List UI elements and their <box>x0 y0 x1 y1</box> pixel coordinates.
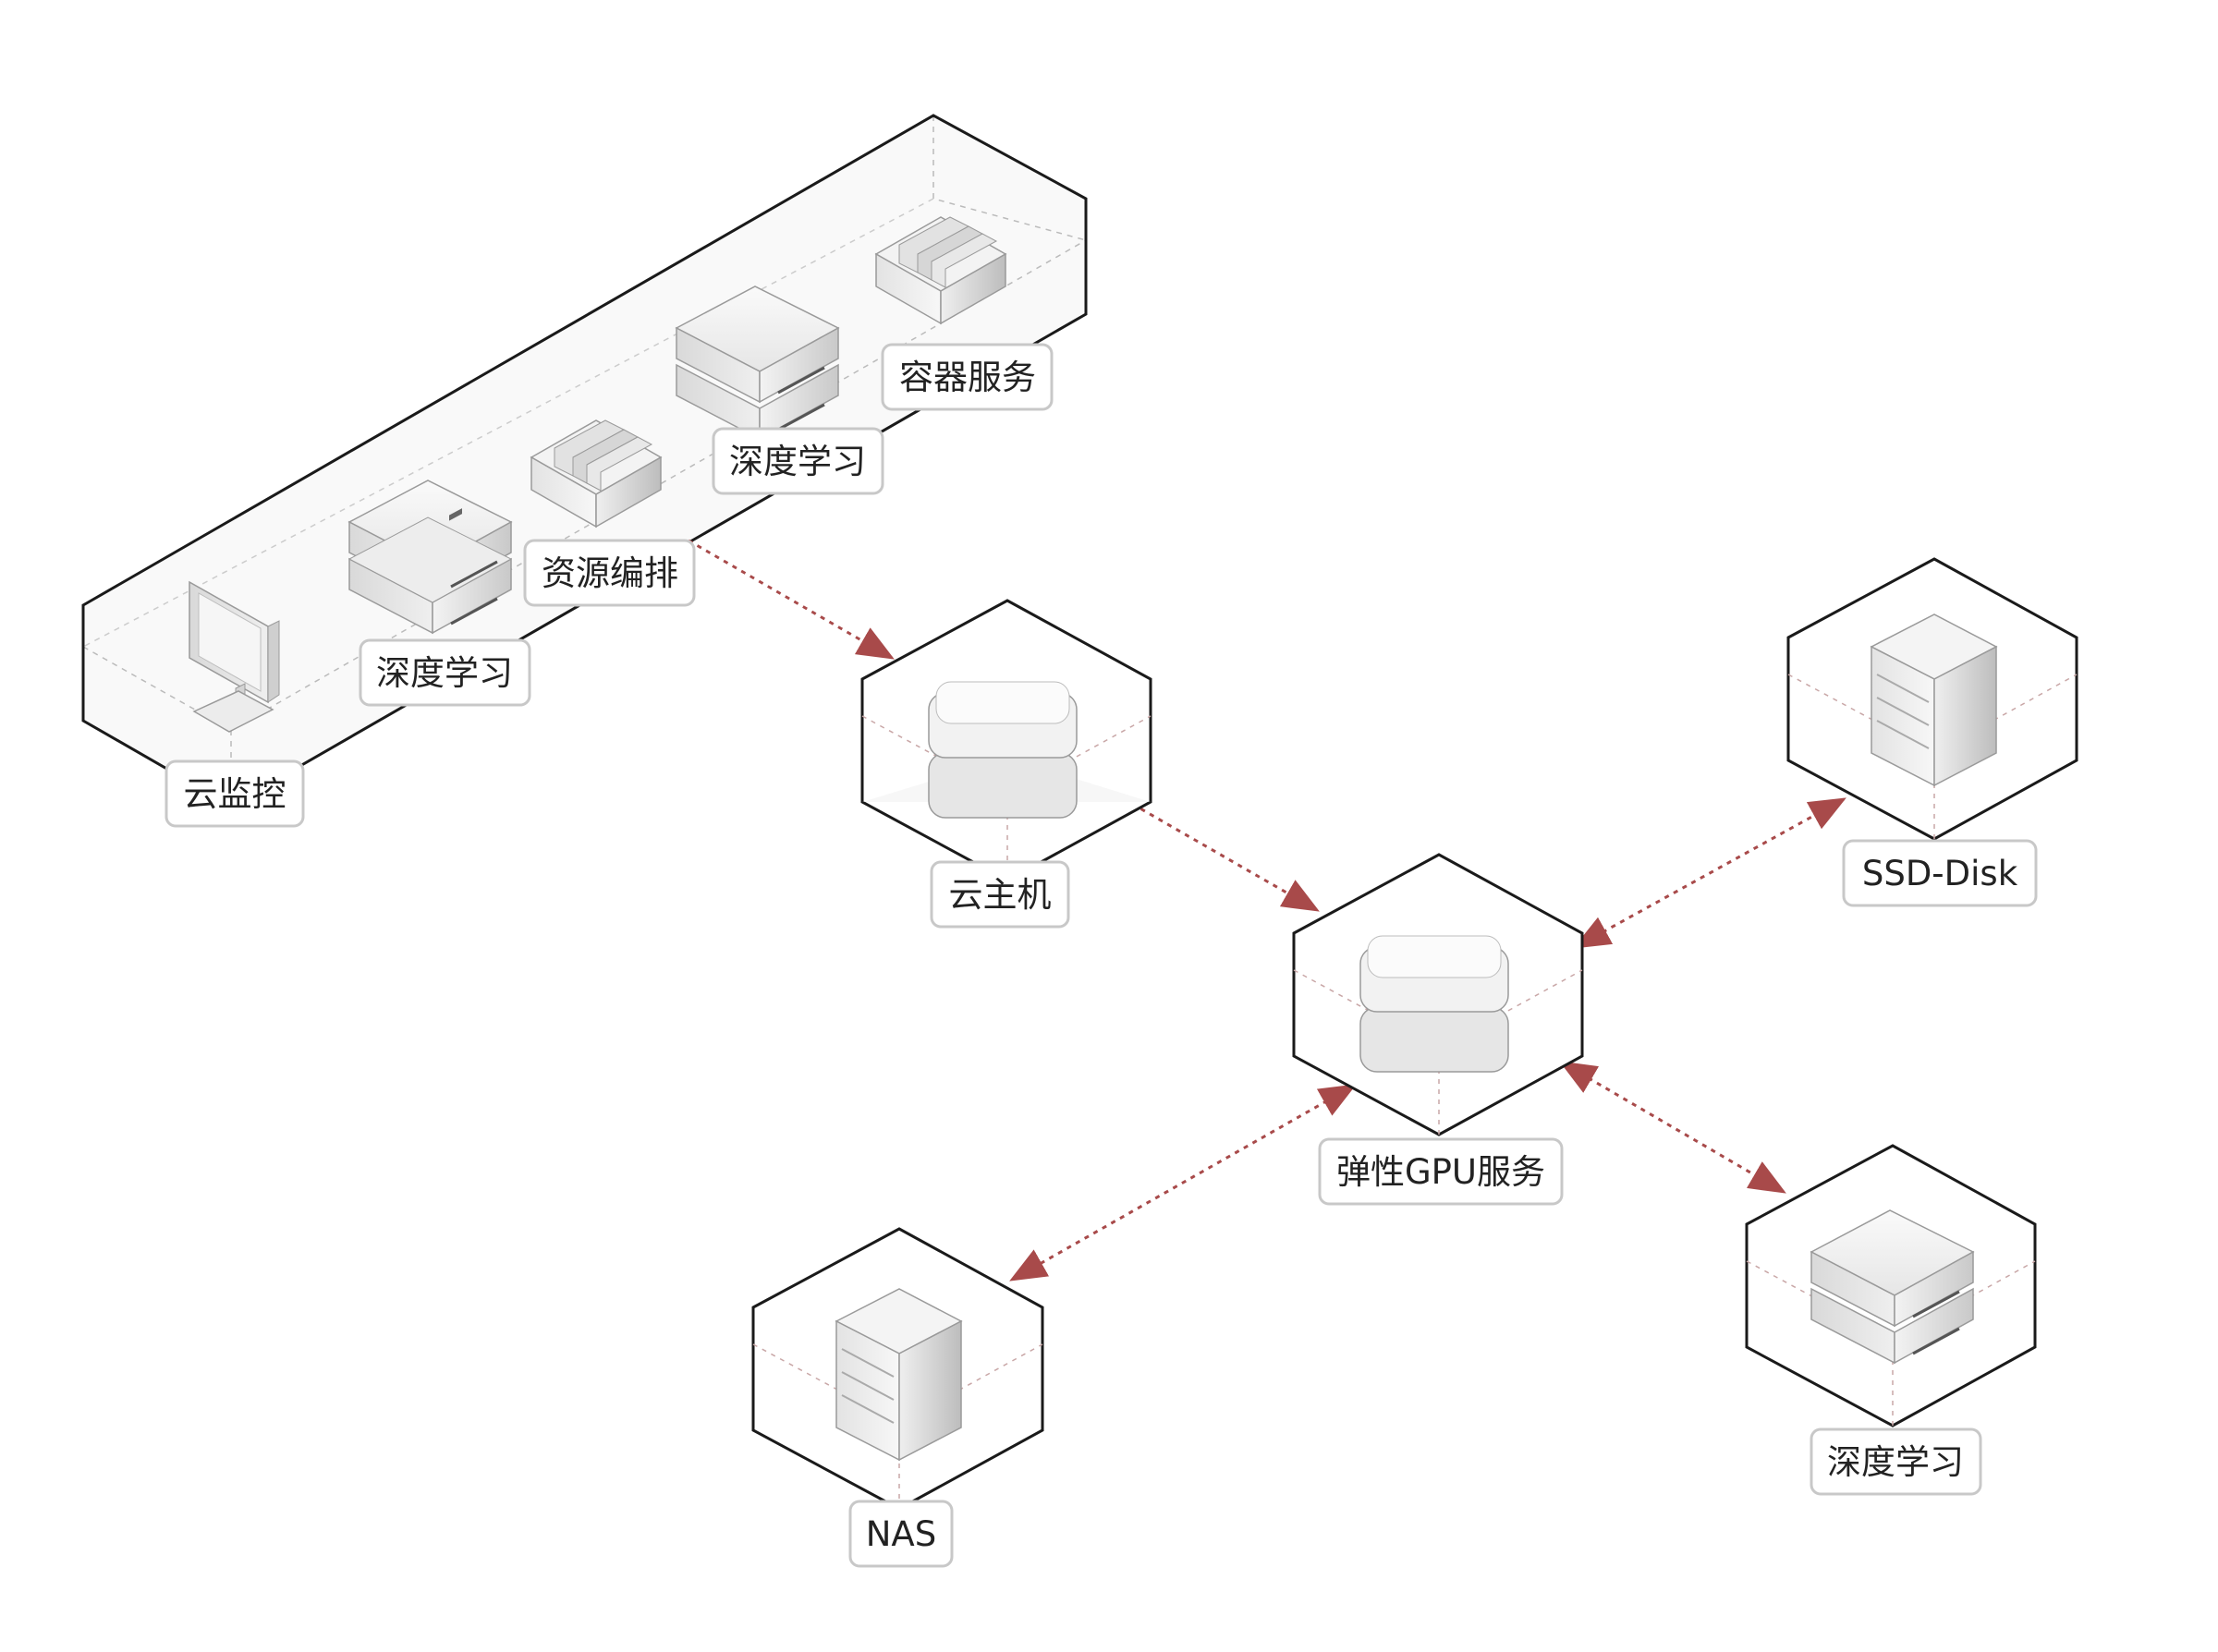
label-orchestration-text: 资源编排 <box>542 553 678 593</box>
tower-server-icon <box>835 1288 963 1462</box>
arrow-gpu-deep-learning <box>1559 1061 1786 1194</box>
label-cloud-host: 云主机 <box>930 860 1070 929</box>
rack-icon-1 <box>530 419 663 528</box>
cube-stack-icon <box>1359 935 1509 1073</box>
deep-learning-node-3 <box>1745 1144 2037 1427</box>
label-cloud-host-text: 云主机 <box>949 875 1052 915</box>
label-nas: NAS <box>848 1500 954 1568</box>
label-monitor-text: 云监控 <box>184 774 286 814</box>
server-stack-icon-1 <box>347 480 513 635</box>
label-orchestration: 资源编排 <box>523 539 696 607</box>
ssd-disk-node <box>1786 557 2078 841</box>
connections <box>688 539 1846 1282</box>
cloud-host-node <box>860 599 1152 882</box>
monitor-icon <box>189 580 280 733</box>
arrow-cloud-host-to-gpu <box>1131 802 1320 912</box>
rack-icon-2 <box>874 216 1007 325</box>
nas-node <box>751 1227 1044 1511</box>
label-gpu-service-text: 弹性GPU服务 <box>1336 1152 1545 1192</box>
label-deep-learning-1-text: 深度学习 <box>376 653 513 693</box>
label-gpu-service: 弹性GPU服务 <box>1318 1137 1564 1206</box>
arrow-gpu-nas <box>1009 1084 1357 1282</box>
label-deep-learning-2-text: 深度学习 <box>729 442 866 481</box>
label-ssd-disk: SSD-Disk <box>1842 839 2038 907</box>
label-container: 容器服务 <box>881 343 1054 411</box>
server-stack-icon-2 <box>675 285 840 441</box>
label-deep-learning-2: 深度学习 <box>712 427 884 495</box>
cube-stack-icon <box>928 681 1078 819</box>
label-monitor: 云监控 <box>165 759 305 828</box>
tower-server-icon <box>1870 613 1998 787</box>
arrow-gpu-ssd <box>1573 797 1846 949</box>
label-container-text: 容器服务 <box>899 358 1036 397</box>
gpu-service-node <box>1292 853 1584 1136</box>
label-deep-learning-3-text: 深度学习 <box>1827 1442 1964 1482</box>
label-deep-learning-3: 深度学习 <box>1810 1427 1982 1496</box>
server-stack-icon-3 <box>1810 1209 1975 1365</box>
arrow-orchestration-to-cloud-host <box>688 539 895 660</box>
label-deep-learning-1: 深度学习 <box>359 638 531 707</box>
label-nas-text: NAS <box>866 1514 936 1554</box>
label-ssd-disk-text: SSD-Disk <box>1862 854 2018 893</box>
